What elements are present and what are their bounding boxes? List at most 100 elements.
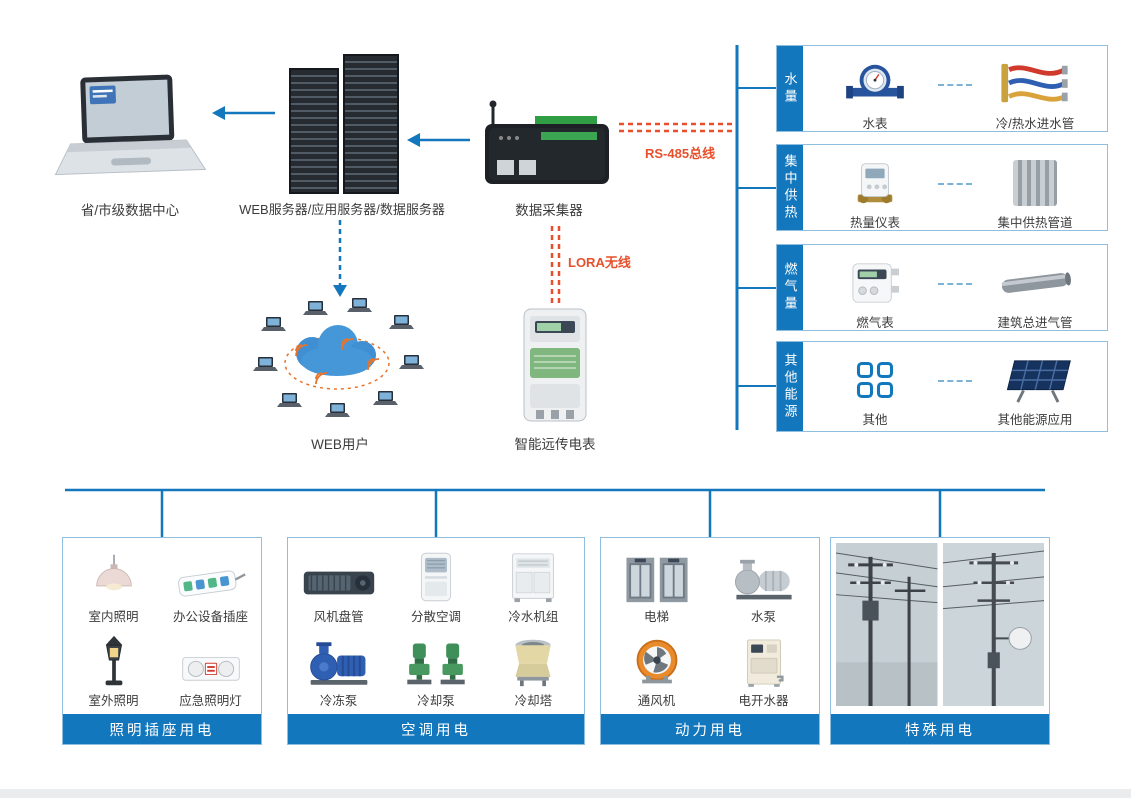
device-fan-coil: 风机盘管 [290, 546, 387, 630]
device-gas-meter: 燃气表 [814, 257, 936, 331]
smart-meter-label: 智能远传电表 [514, 437, 596, 452]
radiator-label: 集中供热管道 [997, 216, 1073, 230]
device-other: 其他 [814, 354, 936, 428]
box-lighting-title: 照明插座用电 [63, 714, 261, 744]
device-indoor-light: 室内照明 [65, 546, 162, 630]
device-heat-meter: 热量仪表 [814, 157, 936, 231]
cooling-tower-icon [505, 630, 561, 688]
dashed-link [938, 380, 972, 382]
panel-water: 水量 水表 [776, 45, 1108, 132]
box-special: 特殊用电 [830, 537, 1050, 745]
water-pump-icon [730, 546, 798, 604]
panel-other-energy-tab: 其他能源 [777, 342, 803, 431]
heat-meter-icon [848, 157, 902, 209]
emergency-light-icon [177, 630, 245, 688]
panel-gas-tab: 燃气量 [777, 245, 803, 330]
device-portable-ac: 分散空调 [387, 546, 484, 630]
ventilation-fan-icon [631, 630, 683, 688]
cooling-pump-icon [403, 630, 469, 688]
panel-water-tab: 水量 [777, 46, 803, 131]
chiller-label: 冷水机组 [508, 610, 559, 624]
water-pump-label: 水泵 [750, 610, 776, 624]
device-gas-pipe: 建筑总进气管 [974, 257, 1096, 331]
device-outdoor-light: 室外照明 [65, 630, 162, 714]
box-lighting: 室内照明 办公设备插座 [62, 537, 262, 745]
portable-ac-label: 分散空调 [410, 610, 461, 624]
gas-pipe-icon [997, 257, 1073, 309]
emergency-light-label: 应急照明灯 [179, 694, 242, 708]
device-chiller: 冷水机组 [485, 546, 582, 630]
garden-lamp-icon [94, 630, 134, 688]
water-boiler-icon [741, 630, 787, 688]
power-lines-photo-2 [942, 543, 1045, 706]
other-label: 其他 [862, 413, 888, 427]
indoor-light-label: 室内照明 [88, 610, 139, 624]
panel-heating-tab: 集中供热 [777, 145, 803, 230]
data-collector-icon [477, 98, 615, 195]
water-meter-icon [846, 58, 904, 110]
box-hvac-title: 空调用电 [288, 714, 584, 744]
device-water-boiler: 电开水器 [710, 630, 817, 714]
box-hvac: 风机盘管 分散空调 [287, 537, 585, 745]
device-water-pump: 水泵 [710, 546, 817, 630]
box-special-title: 特殊用电 [831, 714, 1049, 744]
device-cooling-tower: 冷却塔 [485, 630, 582, 714]
collector-label: 数据采集器 [515, 203, 583, 218]
lora-label: LORA无线 [568, 255, 631, 270]
other-squares-icon [855, 354, 895, 406]
power-lines-photo-1 [835, 543, 938, 706]
panel-gas: 燃气量 燃气表 [776, 244, 1108, 331]
power-strip-icon [175, 546, 247, 604]
web-users-cloud-icon [250, 293, 425, 430]
pendant-lamp-icon [88, 546, 140, 604]
device-water-meter: 水表 [814, 58, 936, 132]
smart-meter-icon [516, 306, 594, 433]
server-label: WEB服务器/应用服务器/数据服务器 [239, 202, 445, 217]
device-emergency-light: 应急照明灯 [162, 630, 259, 714]
box-power: 电梯 水泵 [600, 537, 820, 745]
dashed-link [938, 283, 972, 285]
device-elevator: 电梯 [603, 546, 710, 630]
device-chilled-pump: 冷冻泵 [290, 630, 387, 714]
gas-meter-label: 燃气表 [856, 316, 894, 330]
solar-panel-icon [996, 354, 1074, 406]
heat-meter-label: 热量仪表 [849, 216, 900, 230]
water-boiler-label: 电开水器 [738, 694, 789, 708]
water-meter-label: 水表 [862, 117, 888, 131]
radiator-icon [1013, 157, 1057, 209]
outdoor-light-label: 室外照明 [88, 694, 139, 708]
water-hoses-label: 冷/热水进水管 [995, 117, 1075, 131]
panel-heating: 集中供热 热量仪表 [776, 144, 1108, 231]
chilled-pump-icon [305, 630, 373, 688]
gas-pipe-label: 建筑总进气管 [997, 316, 1073, 330]
web-users-label: WEB用户 [311, 437, 369, 452]
laptop-icon [52, 70, 207, 195]
dashed-link [938, 183, 972, 185]
datacenter-label: 省/市级数据中心 [80, 203, 180, 218]
device-cooling-pump: 冷却泵 [387, 630, 484, 714]
solar-label: 其他能源应用 [997, 413, 1073, 427]
cooling-pump-label: 冷却泵 [417, 694, 455, 708]
dashed-link [938, 84, 972, 86]
ventilation-fan-label: 通风机 [637, 694, 676, 708]
rs485-label: RS-485总线 [645, 146, 716, 161]
server-rack-icon [289, 54, 399, 194]
gas-meter-icon [847, 257, 903, 309]
device-solar: 其他能源应用 [974, 354, 1096, 428]
device-ventilation-fan: 通风机 [603, 630, 710, 714]
fan-coil-icon [300, 546, 378, 604]
water-hoses-icon [1001, 58, 1069, 110]
elevator-icon [622, 546, 692, 604]
power-strip-label: 办公设备插座 [172, 610, 248, 624]
page-edge-strip [0, 789, 1131, 798]
device-radiator: 集中供热管道 [974, 157, 1096, 231]
chilled-pump-label: 冷冻泵 [319, 694, 358, 708]
box-power-title: 动力用电 [601, 714, 819, 744]
device-water-hoses: 冷/热水进水管 [974, 58, 1096, 132]
elevator-label: 电梯 [643, 610, 669, 624]
portable-ac-icon [415, 546, 457, 604]
chiller-icon [507, 546, 559, 604]
cooling-tower-label: 冷却塔 [514, 694, 553, 708]
